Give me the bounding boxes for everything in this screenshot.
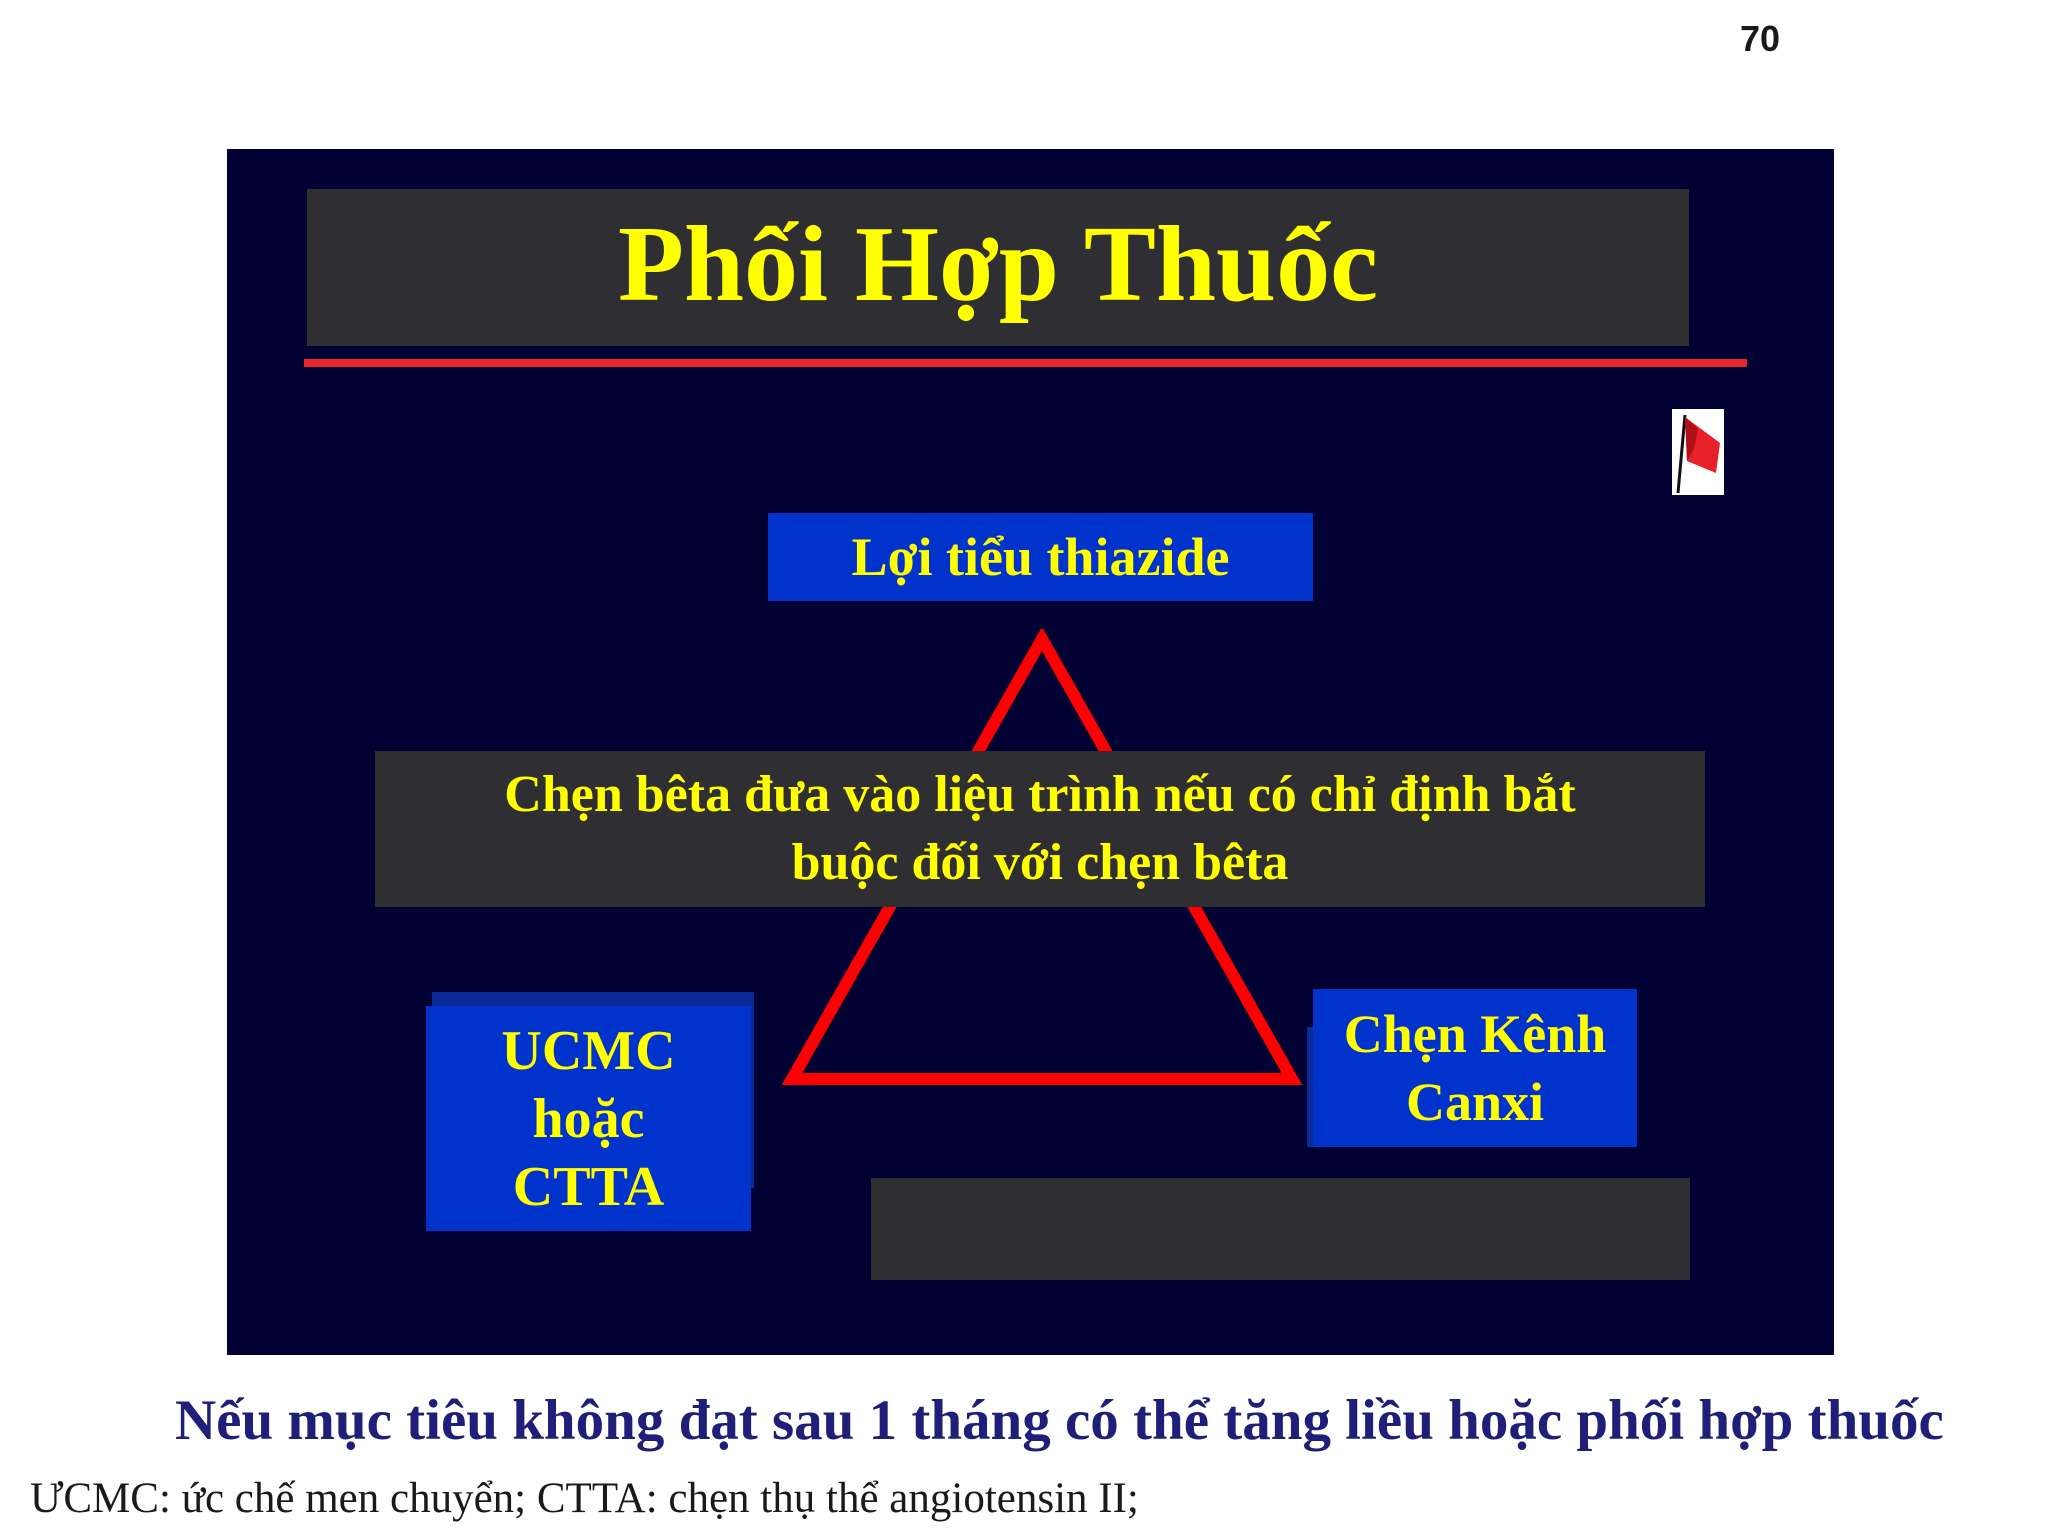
beta-blocker-note-box: Chẹn bêta đưa vào liệu trình nếu có chỉ …: [375, 751, 1705, 907]
beta-blocker-note-line-2: buộc đối với chẹn bêta: [791, 834, 1289, 891]
slide-caption: Nếu mục tiêu không đạt sau 1 tháng có th…: [175, 1389, 1944, 1452]
calcium-channel-line-2: Canxi: [1405, 1072, 1545, 1132]
abbreviation-footnote: ƯCMC: ức chế men chuyển; CTTA: chẹn thụ …: [30, 1475, 1139, 1522]
empty-text-box: [871, 1178, 1690, 1280]
ace-inhibitor-line-2: hoặc: [532, 1087, 645, 1150]
red-flag-icon: [1672, 409, 1724, 495]
calcium-channel-blocker-box: Chẹn Kênh Canxi: [1313, 989, 1637, 1147]
title-divider: [304, 359, 1747, 367]
slide: Phối Hợp Thuốc Lợi tiểu thiazide Chẹn bê…: [227, 149, 1834, 1355]
slide-title: Phối Hợp Thuốc: [617, 204, 1379, 324]
beta-blocker-note-line-1: Chẹn bêta đưa vào liệu trình nếu có chỉ …: [504, 766, 1576, 823]
calcium-channel-line-1: Chẹn Kênh: [1343, 1004, 1607, 1064]
thiazide-diuretic-box: Lợi tiểu thiazide: [768, 513, 1313, 601]
page-number: 70: [1739, 18, 1780, 59]
ace-inhibitor-line-1: UCMC: [501, 1019, 676, 1082]
ace-inhibitor-arb-box: UCMC hoặc CTTA: [426, 1006, 751, 1231]
ace-inhibitor-line-3: CTTA: [512, 1155, 665, 1218]
slide-title-box: Phối Hợp Thuốc: [307, 189, 1689, 346]
